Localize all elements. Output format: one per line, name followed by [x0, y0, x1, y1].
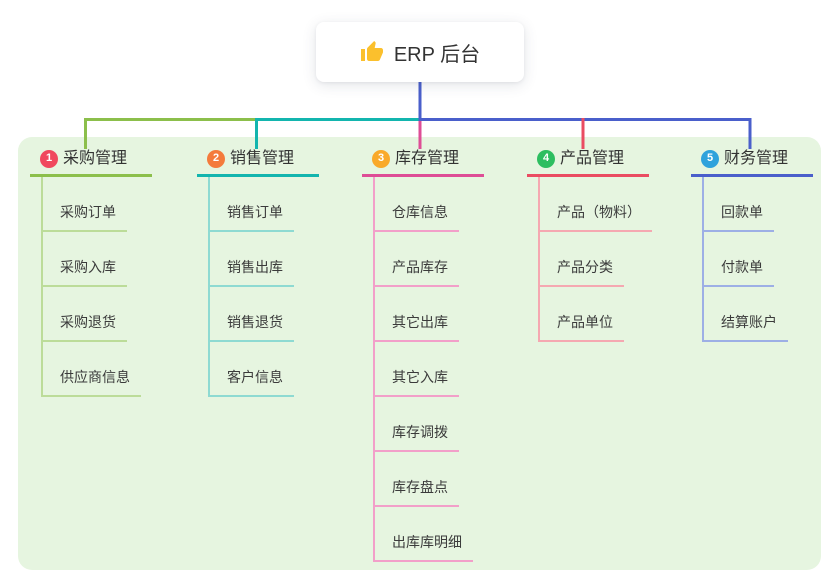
branch-node[interactable]: 产品分类 — [540, 232, 624, 287]
branch-children: 回款单 付款单 结算账户 — [702, 177, 813, 342]
branch-node[interactable]: 销售订单 — [210, 177, 294, 232]
branch-title[interactable]: 1 采购管理 — [30, 148, 152, 177]
root-node[interactable]: ERP 后台 — [316, 22, 524, 82]
branch-title-text: 采购管理 — [63, 150, 128, 167]
branch-node[interactable]: 出库库明细 — [375, 507, 473, 562]
branch-title-text: 产品管理 — [560, 150, 625, 167]
branch-title-text: 财务管理 — [724, 150, 789, 167]
branch-title[interactable]: 4 产品管理 — [527, 148, 649, 177]
branch-node[interactable]: 供应商信息 — [43, 342, 141, 397]
branch-node[interactable]: 销售退货 — [210, 287, 294, 342]
branch-product: 4 产品管理 产品（物料） 产品分类 产品单位 — [527, 148, 652, 342]
branch-children: 采购订单 采购入库 采购退货 供应商信息 — [41, 177, 152, 397]
branch-title[interactable]: 2 销售管理 — [197, 148, 319, 177]
mindmap-panel — [18, 137, 821, 570]
branch-node[interactable]: 付款单 — [704, 232, 774, 287]
branch-purchase: 1 采购管理 采购订单 采购入库 采购退货 供应商信息 — [30, 148, 152, 397]
branch-badge: 3 — [372, 149, 390, 168]
branch-node[interactable]: 结算账户 — [704, 287, 788, 342]
branch-node[interactable]: 销售出库 — [210, 232, 294, 287]
branch-badge: 5 — [701, 149, 719, 168]
branch-title-text: 销售管理 — [230, 150, 295, 167]
branch-children: 产品（物料） 产品分类 产品单位 — [538, 177, 652, 342]
branch-sales: 2 销售管理 销售订单 销售出库 销售退货 客户信息 — [197, 148, 319, 397]
branch-badge: 1 — [40, 149, 58, 168]
branch-node[interactable]: 产品单位 — [540, 287, 624, 342]
branch-finance: 5 财务管理 回款单 付款单 结算账户 — [691, 148, 813, 342]
branch-node[interactable]: 采购退货 — [43, 287, 127, 342]
branch-node[interactable]: 回款单 — [704, 177, 774, 232]
branch-badge: 2 — [207, 149, 225, 168]
branch-children: 仓库信息 产品库存 其它出库 其它入库 库存调拨 库存盘点 出库库明细 — [373, 177, 484, 562]
branch-title[interactable]: 3 库存管理 — [362, 148, 484, 177]
branch-title-text: 库存管理 — [395, 150, 460, 167]
branch-title[interactable]: 5 财务管理 — [691, 148, 813, 177]
branch-node[interactable]: 仓库信息 — [375, 177, 459, 232]
branch-node[interactable]: 库存调拨 — [375, 397, 459, 452]
branch-node[interactable]: 客户信息 — [210, 342, 294, 397]
branch-node[interactable]: 其它入库 — [375, 342, 459, 397]
branch-children: 销售订单 销售出库 销售退货 客户信息 — [208, 177, 319, 397]
branch-node[interactable]: 采购入库 — [43, 232, 127, 287]
root-title: ERP 后台 — [393, 43, 481, 66]
branch-node[interactable]: 产品（物料） — [540, 177, 652, 232]
branch-badge: 4 — [537, 149, 555, 168]
branch-node[interactable]: 采购订单 — [43, 177, 127, 232]
branch-node[interactable]: 产品库存 — [375, 232, 459, 287]
branch-node[interactable]: 库存盘点 — [375, 452, 459, 507]
thumbs-up-icon — [360, 40, 384, 64]
branch-node[interactable]: 其它出库 — [375, 287, 459, 342]
branch-inventory: 3 库存管理 仓库信息 产品库存 其它出库 其它入库 库存调拨 库存盘点 出库库… — [362, 148, 484, 562]
